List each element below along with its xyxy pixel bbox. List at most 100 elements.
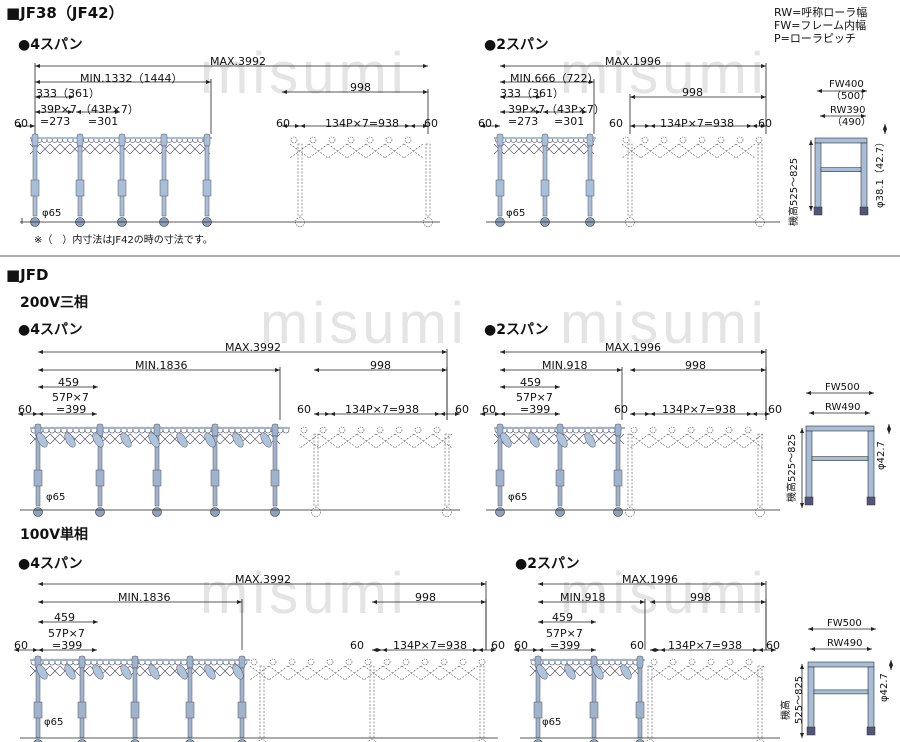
dim-arrow (500, 80, 505, 84)
scissor-link (346, 143, 367, 159)
leg-adjuster (237, 701, 247, 719)
caster-wheel (625, 507, 635, 517)
scissor-link (523, 143, 535, 155)
dim-arrow (300, 124, 305, 128)
scissor-link (325, 665, 346, 681)
dim-arrow (582, 110, 587, 114)
frame-rail (530, 659, 645, 661)
dim-arrow (655, 648, 660, 652)
roller-wheel (250, 658, 258, 666)
roller-wheel (459, 658, 467, 666)
scissor-link (678, 143, 699, 159)
roller-wheel (650, 658, 658, 666)
scissor-link (306, 665, 327, 681)
dim-p2a: （43P×7） (546, 103, 605, 116)
leg-adjuster (540, 179, 550, 197)
jfd200-side-top (805, 425, 875, 432)
scissor-link (649, 665, 670, 681)
roller-wheel (385, 136, 393, 144)
scissor-link (686, 433, 707, 449)
caster-wheel (613, 507, 623, 517)
caster-wheel (270, 507, 280, 517)
dim-arrow (93, 620, 98, 624)
roller-wheel (736, 136, 744, 144)
dim-arrow (761, 350, 766, 354)
jfd-200v-title: 200V三相 (20, 295, 89, 311)
dim-arrow (660, 648, 665, 652)
side-height: 機高525～825 (787, 433, 798, 502)
dim-arrow (555, 385, 560, 389)
dim-arrow (514, 648, 519, 652)
caster-wheel (477, 739, 487, 742)
scissor-link (299, 433, 320, 449)
dim-arrow (38, 412, 43, 416)
leg-adjuster (185, 701, 195, 719)
dim-arrow (325, 412, 330, 416)
leg-adjuster (270, 469, 280, 487)
roller-wheel (328, 136, 336, 144)
dim-arrow (18, 412, 23, 416)
caster-wheel (533, 739, 543, 742)
scissor-link (308, 143, 329, 159)
dim-arrow (752, 412, 757, 416)
dim-e1: 60 (482, 403, 496, 416)
side-rw: RW390 (830, 105, 866, 116)
roller-wheel (641, 136, 649, 144)
dim-arrow (865, 411, 870, 415)
roller-wheel (755, 136, 763, 144)
scissor-link (337, 433, 358, 449)
dim-w1: 333（361） (36, 87, 100, 100)
scissor-link (219, 665, 231, 677)
legend-p: P=ローラピッチ (774, 32, 856, 45)
roller-wheel (745, 658, 753, 666)
motor-unit (232, 432, 244, 448)
side-fw: FW400 (829, 79, 864, 90)
roller-wheel (300, 426, 308, 434)
leg-adjuster (533, 701, 543, 719)
roller-wheel (433, 426, 441, 434)
dim-arrow (500, 350, 505, 354)
dim-pb: =399 (520, 403, 551, 416)
dim-arrow (473, 648, 478, 652)
scissor-link (403, 143, 424, 159)
dim-e1: 60 (478, 117, 492, 130)
roller-wheel (395, 426, 403, 434)
dim-min: MIN.1836 (135, 359, 188, 372)
scissor-link (49, 433, 61, 445)
dim-e2: 60 (350, 639, 364, 652)
dim-arrow (440, 412, 445, 416)
leg-adjuster (152, 469, 162, 487)
dim-arrow (314, 412, 319, 416)
dim-arrow (295, 124, 300, 128)
dim-arrow (617, 368, 622, 372)
dim-e2: 60 (297, 403, 311, 416)
side-fw2: （500） (831, 91, 871, 102)
caster-wheel (495, 507, 505, 517)
leg-adjuster (33, 701, 43, 719)
motor-unit (36, 432, 48, 448)
side-dia: φ42.7 (879, 673, 890, 702)
dim-arrow (495, 412, 500, 416)
caster-wheel (33, 507, 43, 517)
scissor-link (129, 143, 141, 155)
dim-arrow (889, 660, 893, 665)
scissor-link (149, 143, 161, 155)
roller-wheel (326, 658, 334, 666)
motor-unit (584, 432, 596, 448)
scissor-link (513, 433, 525, 445)
jfd200-side-brace (811, 456, 869, 461)
roller-wheel (744, 426, 752, 434)
dim-arrow (889, 665, 893, 670)
dim-arrow (500, 95, 505, 99)
scissor-link (49, 665, 61, 677)
dim-arrow (35, 95, 40, 99)
dim-arrow (480, 412, 485, 416)
dim-pb: =399 (56, 403, 87, 416)
caster-wheel (33, 739, 43, 742)
dim-max: MAX.1996 (605, 55, 662, 68)
scissor-link (39, 143, 51, 155)
leg-adjuster (495, 469, 505, 487)
roller-wheel (402, 658, 410, 666)
dim-arrow (800, 664, 804, 669)
leg-head (271, 423, 279, 437)
